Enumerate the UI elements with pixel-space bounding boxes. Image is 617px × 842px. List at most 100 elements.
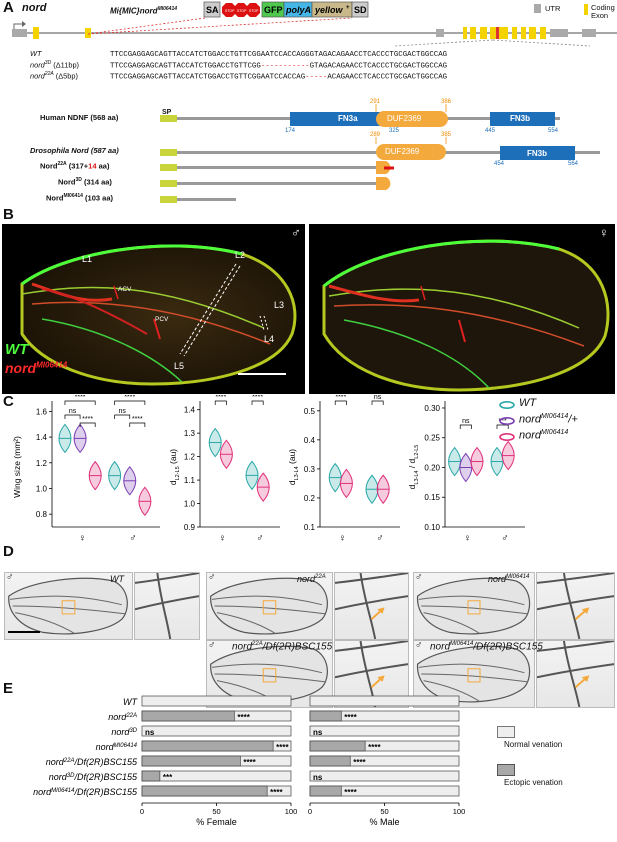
- e-tick-label-m: 50: [380, 807, 388, 816]
- wing-image-female: ♀: [309, 224, 615, 394]
- svg-text:SA: SA: [206, 5, 219, 15]
- e-tick-label-f: 50: [212, 807, 220, 816]
- e-male-sig-3: ****: [368, 743, 381, 752]
- chart1-tick-label: 0.9: [184, 523, 196, 532]
- svg-text:STOP: STOP: [237, 9, 247, 13]
- ylabel-dl3l4: dL3-L4 (au): [287, 449, 300, 485]
- seq-22a: nord22A (Δ5bp)TTCCGAGGAGCAGTTACCATCTGGAC…: [30, 71, 448, 82]
- legend-normal-swatch: [497, 726, 515, 738]
- panel-label-e: E: [3, 680, 14, 697]
- sig-f-het-mut: [79, 422, 96, 427]
- h-num-386: 386: [441, 99, 452, 105]
- chart3-tick-label: 0.30: [424, 404, 440, 413]
- legend-utr: UTR: [545, 4, 561, 13]
- e-row-label-2: nord3D: [111, 727, 137, 737]
- h-num-325: 325: [389, 128, 400, 134]
- chart1-tick-label: 1.3: [184, 429, 196, 438]
- e-male-sig-2: ns: [313, 728, 323, 737]
- zoom-mi: [536, 572, 615, 640]
- e-male-ectopic-4: [309, 755, 351, 767]
- zoom-wt: [134, 572, 200, 640]
- e-male-sig-4: ****: [353, 758, 366, 767]
- svg-text:SD: SD: [354, 5, 367, 15]
- d-num-289: 289: [370, 132, 381, 138]
- panel-label-b: B: [3, 206, 14, 223]
- e-female-sig-3: ****: [276, 743, 289, 752]
- wing-mi: [413, 572, 535, 640]
- panel-label-a: A: [3, 0, 14, 16]
- fn3b-label-dros: FN3b: [527, 149, 547, 158]
- wing-mi-df: [413, 640, 535, 708]
- gene-model: SA STOP STOP STOP GFP polyA yellow + SD: [12, 1, 617, 47]
- chart1-x-male: ♂: [256, 533, 264, 544]
- e-male-sig-5: ns: [313, 773, 323, 782]
- sig-3-f: [459, 424, 472, 429]
- e-male-bar-0: [309, 695, 460, 707]
- label-l5: L5: [174, 361, 185, 371]
- panel-label-c: C: [3, 393, 14, 410]
- sig-3-m-label: ***: [499, 418, 507, 425]
- e-female-ectopic-5: [141, 770, 161, 782]
- svg-text:STOP: STOP: [249, 9, 259, 13]
- d-male-wt: ♂: [6, 572, 14, 583]
- label-pcv: PCV: [155, 316, 169, 323]
- e-row-label-4: nord22A/Df(2R)BSC155: [46, 757, 138, 767]
- sig-m-het-mut-label: ****: [132, 416, 143, 423]
- d-label-mi: nordMI06414: [488, 574, 530, 584]
- nord-3d-label: Nord3D (314 aa): [58, 177, 112, 187]
- chart0-tick-label: 0.8: [36, 510, 48, 519]
- e-row-label-1: nord22A: [108, 712, 137, 722]
- chart0-tick-label: 1.4: [36, 433, 48, 442]
- e-tick-label-f: 0: [140, 807, 144, 816]
- sig-2-f: [334, 400, 347, 405]
- sig-1-m-label: ****: [252, 395, 263, 401]
- panel-label-d: D: [3, 543, 14, 560]
- label-l3: L3: [274, 300, 285, 310]
- legend-coding-exon: Coding Exon: [591, 3, 615, 20]
- legend-normal-label: Normal venation: [504, 740, 563, 749]
- chart1-tick-label: 1.2: [184, 453, 196, 462]
- e-row-label-3: nordMI06414: [96, 742, 138, 752]
- sig-2-m-label: ns: [374, 395, 382, 401]
- sig-m-het-mut: [129, 422, 146, 427]
- chart2-tick-label: 0.1: [304, 523, 316, 532]
- chart0-x-male: ♂: [129, 533, 137, 544]
- e-male-sig-6: ****: [344, 788, 357, 797]
- label-l2: L2: [235, 250, 246, 260]
- chart1-x-female: ♀: [219, 533, 227, 544]
- ylabel-ratio: dL3-L4 / dL2-L5: [407, 445, 420, 490]
- e-tick-label-f: 100: [285, 807, 298, 816]
- chart0-tick-label: 1.2: [36, 459, 48, 468]
- chart3-x-male: ♂: [501, 533, 509, 544]
- chart0-tick-label: 1.6: [36, 407, 48, 416]
- protein-domains: [160, 104, 600, 203]
- d-label-22a: nord22A: [297, 574, 326, 584]
- label-l1: L1: [82, 254, 93, 264]
- e-female-sig-1: ****: [237, 713, 250, 722]
- chart1-tick-label: 1.4: [184, 406, 196, 415]
- d-num-385: 385: [441, 132, 452, 138]
- gene-name: nord: [22, 2, 47, 14]
- d-male-mi: ♂: [415, 572, 423, 583]
- svg-text:yellow: yellow: [314, 5, 344, 15]
- e-row-label-5: nord3D/Df(2R)BSC155: [49, 772, 138, 782]
- fn3a-label: FN3a: [338, 114, 358, 123]
- wing-image-male: L1 L2 L3 L4 L5 ACV PCV WT nordMI06414 ♂: [2, 224, 305, 394]
- h-num-554: 554: [548, 128, 559, 134]
- duf-label: DUF2369: [387, 114, 422, 123]
- sig-f-wt-mut: [64, 400, 96, 405]
- construct-label: Mi{MIC}nordMI06414: [110, 6, 178, 16]
- fn3b-label: FN3b: [510, 114, 530, 123]
- d-scale-bar: [8, 631, 40, 633]
- legend-wt: WT: [519, 397, 537, 409]
- e-male-bar-5: [309, 770, 460, 782]
- sig-1-f-label: ****: [215, 395, 226, 401]
- chart2-x-male: ♂: [376, 533, 384, 544]
- wing-22a: [206, 572, 333, 640]
- wing-wt: [4, 572, 133, 640]
- nord-mi-label: NordMI06414 (103 aa): [46, 193, 113, 203]
- legend-ectopic-swatch: [497, 764, 515, 776]
- e-female-bar-0: [141, 695, 292, 707]
